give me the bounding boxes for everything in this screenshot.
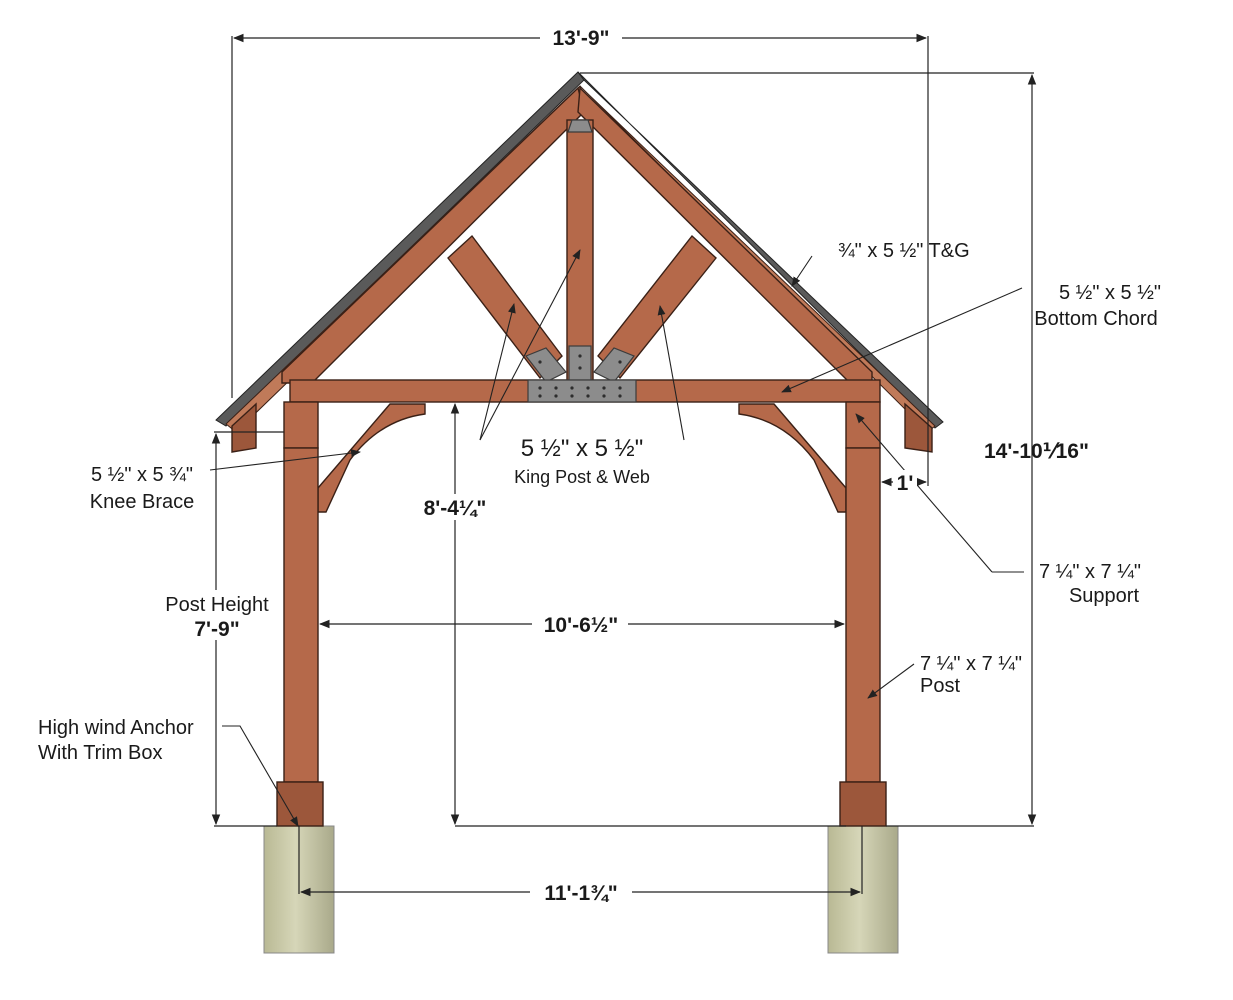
right-anchor-trim-box (839, 781, 887, 827)
anchor-label-line2: With Trim Box (38, 742, 162, 764)
post-name-label: Post (920, 675, 960, 697)
right-web-gusset (593, 347, 635, 383)
knee-brace-size-label: 5 ½" x 5 ¾" (91, 464, 193, 486)
left-knee-brace (317, 403, 426, 513)
anchor-label-line1: High wind Anchor (38, 717, 194, 739)
support-size-label: 7 ¼" x 7 ¼" (1039, 561, 1141, 583)
bottom-chord-size-label: 5 ½" x 5 ½" (1059, 282, 1161, 304)
overall-width-dimension: 13'-9" (553, 27, 610, 50)
right-post (845, 447, 881, 783)
overhang-dimension: 1' (897, 472, 914, 495)
gusset-bolts (538, 354, 622, 398)
post-height-label: Post Height (165, 594, 269, 616)
roof-left-slope (215, 71, 585, 427)
overall-height-dimension: 14'-10⅟16" (984, 440, 1089, 463)
support-name-label: Support (1069, 585, 1139, 607)
king-post-name-label: King Post & Web (514, 467, 650, 487)
right-fascia (904, 402, 933, 453)
bottom-chord-gusset (527, 379, 637, 403)
tg-decking-label: ¾" x 5 ½" T&G (838, 240, 970, 262)
left-anchor-trim-box (276, 781, 324, 827)
right-footing (827, 825, 899, 954)
clear-height-dimension: 8'-4¼" (424, 497, 487, 520)
right-support (845, 401, 881, 449)
left-post (283, 447, 319, 783)
knee-brace-name-label: Knee Brace (90, 491, 195, 513)
post-size-label: 7 ¼" x 7 ¼" (920, 653, 1022, 675)
right-knee-brace (738, 403, 847, 513)
king-post-size-label: 5 ½" x 5 ½" (521, 435, 643, 462)
left-fascia (231, 402, 257, 453)
left-web (447, 234, 563, 380)
post-height-dimension: 7'-9" (194, 618, 239, 641)
roof-right-slope (577, 71, 944, 429)
right-web (597, 234, 717, 380)
left-support (283, 401, 319, 449)
king-post-top-plate (567, 119, 593, 133)
king-post-gusset (568, 345, 592, 381)
footing-span-dimension: 11'-1¾" (544, 882, 617, 905)
inner-span-dimension: 10'-6½" (544, 614, 619, 637)
bottom-chord-name-label: Bottom Chord (1034, 308, 1157, 330)
left-web-gusset (525, 347, 567, 383)
